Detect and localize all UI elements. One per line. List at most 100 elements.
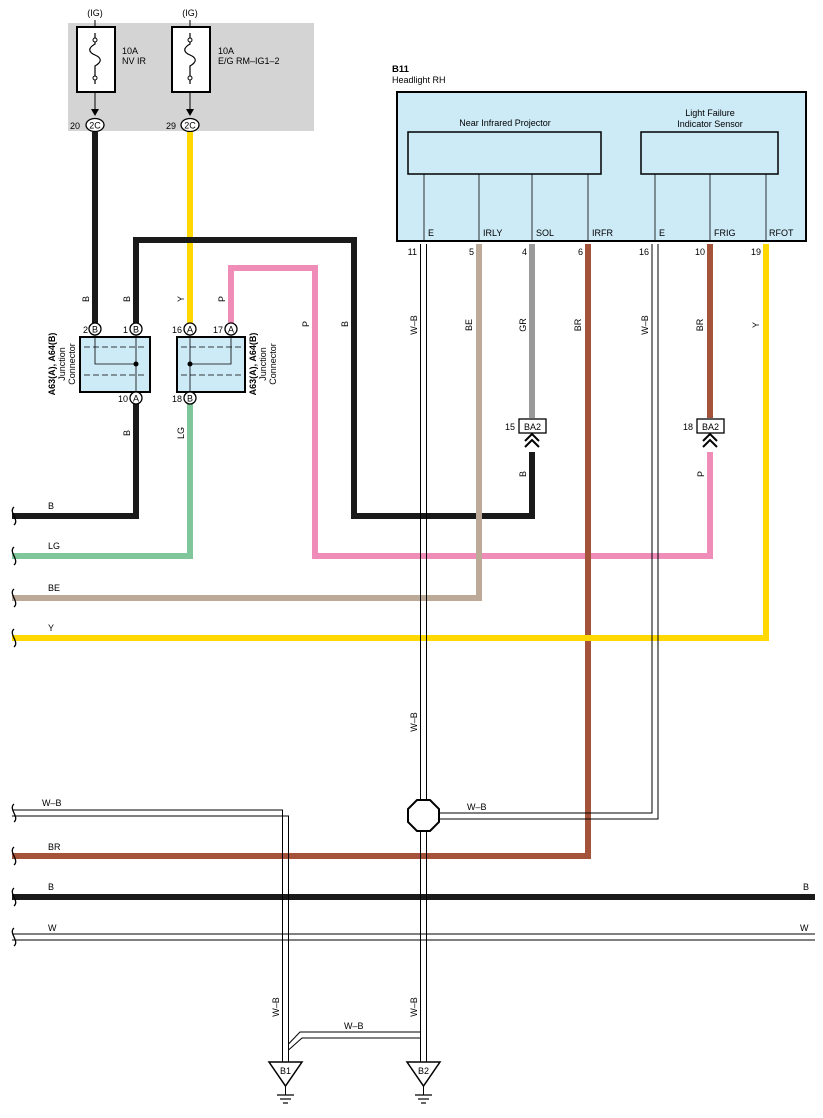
wire-wb-left-bus xyxy=(12,809,289,1062)
wire-label-wb-b1: W–B xyxy=(271,997,281,1017)
jc2-pin-17: 17 xyxy=(213,325,223,335)
wire-label-wb-b2: W–B xyxy=(409,997,419,1017)
wire-black-bus xyxy=(12,404,139,519)
jc1-code-1: B xyxy=(133,325,139,335)
projector-title: Near Infrared Projector xyxy=(459,118,551,128)
ba2-18-label: BA2 xyxy=(702,422,719,432)
wire-label-br-10: BR xyxy=(695,318,705,331)
bus-break-symbols xyxy=(11,506,17,947)
jc2-title-line3: Connector xyxy=(268,343,278,385)
jc1-pin-10: 10 xyxy=(118,394,128,404)
wire-label-y-fuse: Y xyxy=(176,296,186,302)
fuse-connector-code: 2C xyxy=(89,121,101,131)
headlight-name: Headlight RH xyxy=(392,75,446,85)
jc1-code-2: B xyxy=(92,325,98,335)
ba2-15-label: BA2 xyxy=(524,422,541,432)
fuse-pin-number: 20 xyxy=(70,121,80,131)
junction-connector-2: 16 A 17 A 18 B A63(A), A64(B) Junction C… xyxy=(172,322,278,405)
bus-label-b-main: B xyxy=(48,882,54,892)
jc2-body xyxy=(176,336,246,393)
jc1-title-line2: Junction xyxy=(57,347,67,381)
bus-label-br: BR xyxy=(48,842,61,852)
jc1-pin-2: 2 xyxy=(83,325,88,335)
jc2-title-line2: Junction xyxy=(258,347,268,381)
jc1-body xyxy=(79,336,151,393)
fuse-icon xyxy=(171,26,211,93)
sensor-title-line2: Indicator Sensor xyxy=(677,119,743,129)
terminal-e-11: E xyxy=(428,228,434,238)
pin-10: 10 xyxy=(695,247,705,257)
wire-label-wb-mid: W–B xyxy=(409,712,419,732)
wire-label-b-pin10: B xyxy=(122,430,132,436)
pin-11: 11 xyxy=(408,247,417,257)
pin-19: 19 xyxy=(751,247,761,257)
pin-16: 16 xyxy=(639,247,649,257)
junction-connector-1: 2 B 1 B 10 A A63(A), A64(B) Junction Con… xyxy=(47,322,151,405)
bus-label-w-right: W xyxy=(800,923,809,933)
ba2-18-pin: 18 xyxy=(683,422,693,432)
wire-light-green xyxy=(12,404,193,559)
jc2-pin-16: 16 xyxy=(172,325,182,335)
ground-b2-label: B2 xyxy=(418,1066,429,1076)
ba2-15-wire: B xyxy=(518,471,528,477)
bus-labels: B LG BE Y W–B BR B B W W W–B W–B xyxy=(42,501,809,1031)
headlight-id: B11 xyxy=(392,64,410,75)
wire-wb-ground-link xyxy=(288,1031,421,1051)
terminal-frig: FRIG xyxy=(714,228,736,238)
wire-label-wb-11: W–B xyxy=(409,315,419,335)
near-infrared-projector-block xyxy=(407,131,602,175)
fuse-rating: 10A xyxy=(218,46,234,56)
wire-label-br-6: BR xyxy=(573,318,583,331)
jc1-pin-1: 1 xyxy=(123,325,128,335)
wire-label-b-loop: B xyxy=(340,321,350,327)
wire-label-lg-pin18: LG xyxy=(176,427,186,439)
fuse-eg-rm-ig1-2: (IG) 10A E/G RM–IG1–2 29 2C xyxy=(166,8,280,133)
splice-ba2-18: 18 BA2 P xyxy=(683,418,725,477)
ba2-15-pin: 15 xyxy=(505,422,515,432)
wire-label-p-pin17: P xyxy=(217,296,227,302)
wire-label-b-fuse: B xyxy=(81,296,91,302)
ground-triangle-icon xyxy=(405,1061,442,1088)
light-failure-sensor-block xyxy=(640,131,779,175)
wire-label-be: BE xyxy=(464,319,474,331)
jc2-title-line1: A63(A), A64(B) xyxy=(248,333,258,396)
sensor-title-line1: Light Failure xyxy=(685,108,735,118)
fuse-box: (IG) 10A NV IR 20 2C (IG) 10A E/G RM–IG1… xyxy=(68,8,314,133)
bus-label-w: W xyxy=(48,923,57,933)
junction-wire-label: W–B xyxy=(467,802,487,812)
bus-label-y: Y xyxy=(48,623,54,633)
ground-b1-label: B1 xyxy=(280,1066,291,1076)
wire-brown-irfr xyxy=(12,244,591,859)
ground-junction-octagon xyxy=(407,799,440,832)
jc2-pin-18: 18 xyxy=(172,394,182,404)
fuse-supply-label: (IG) xyxy=(87,8,103,18)
ba2-18-wire: P xyxy=(696,471,706,477)
jc2-code-16: A xyxy=(187,325,193,335)
wire-black-loop xyxy=(133,237,535,519)
fuse-nv-ir: (IG) 10A NV IR 20 2C xyxy=(70,8,147,133)
pin-5: 5 xyxy=(469,247,474,257)
wire-beige xyxy=(12,244,482,601)
ground-triangle-icon xyxy=(267,1061,304,1088)
bus-label-lg: LG xyxy=(48,541,60,551)
wire-label-p-run: P xyxy=(301,321,311,327)
wire-label-b-pin1: B xyxy=(122,296,132,302)
fuse-name: NV IR xyxy=(122,56,147,66)
connector-arrow-icon xyxy=(524,432,540,448)
fuse-supply-label: (IG) xyxy=(182,8,198,18)
wire-yellow-rfot xyxy=(12,244,769,641)
bus-label-wb: W–B xyxy=(42,798,62,808)
wire-wb-e11 xyxy=(420,244,427,1062)
jc2-code-17: A xyxy=(228,325,234,335)
wire-label-wb-16: W–B xyxy=(640,315,650,335)
pin-6: 6 xyxy=(578,247,583,257)
jc1-title-line1: A63(A), A64(B) xyxy=(47,333,57,396)
wire-pink xyxy=(228,265,713,559)
ground-b1: B1 xyxy=(267,1061,304,1104)
ground-link-label: W–B xyxy=(344,1021,364,1031)
wire-wb-e16 xyxy=(437,244,659,820)
connector-arrow-icon xyxy=(702,432,718,448)
wire-label-gr: GR xyxy=(518,318,528,332)
fuse-name: E/G RM–IG1–2 xyxy=(218,56,280,66)
